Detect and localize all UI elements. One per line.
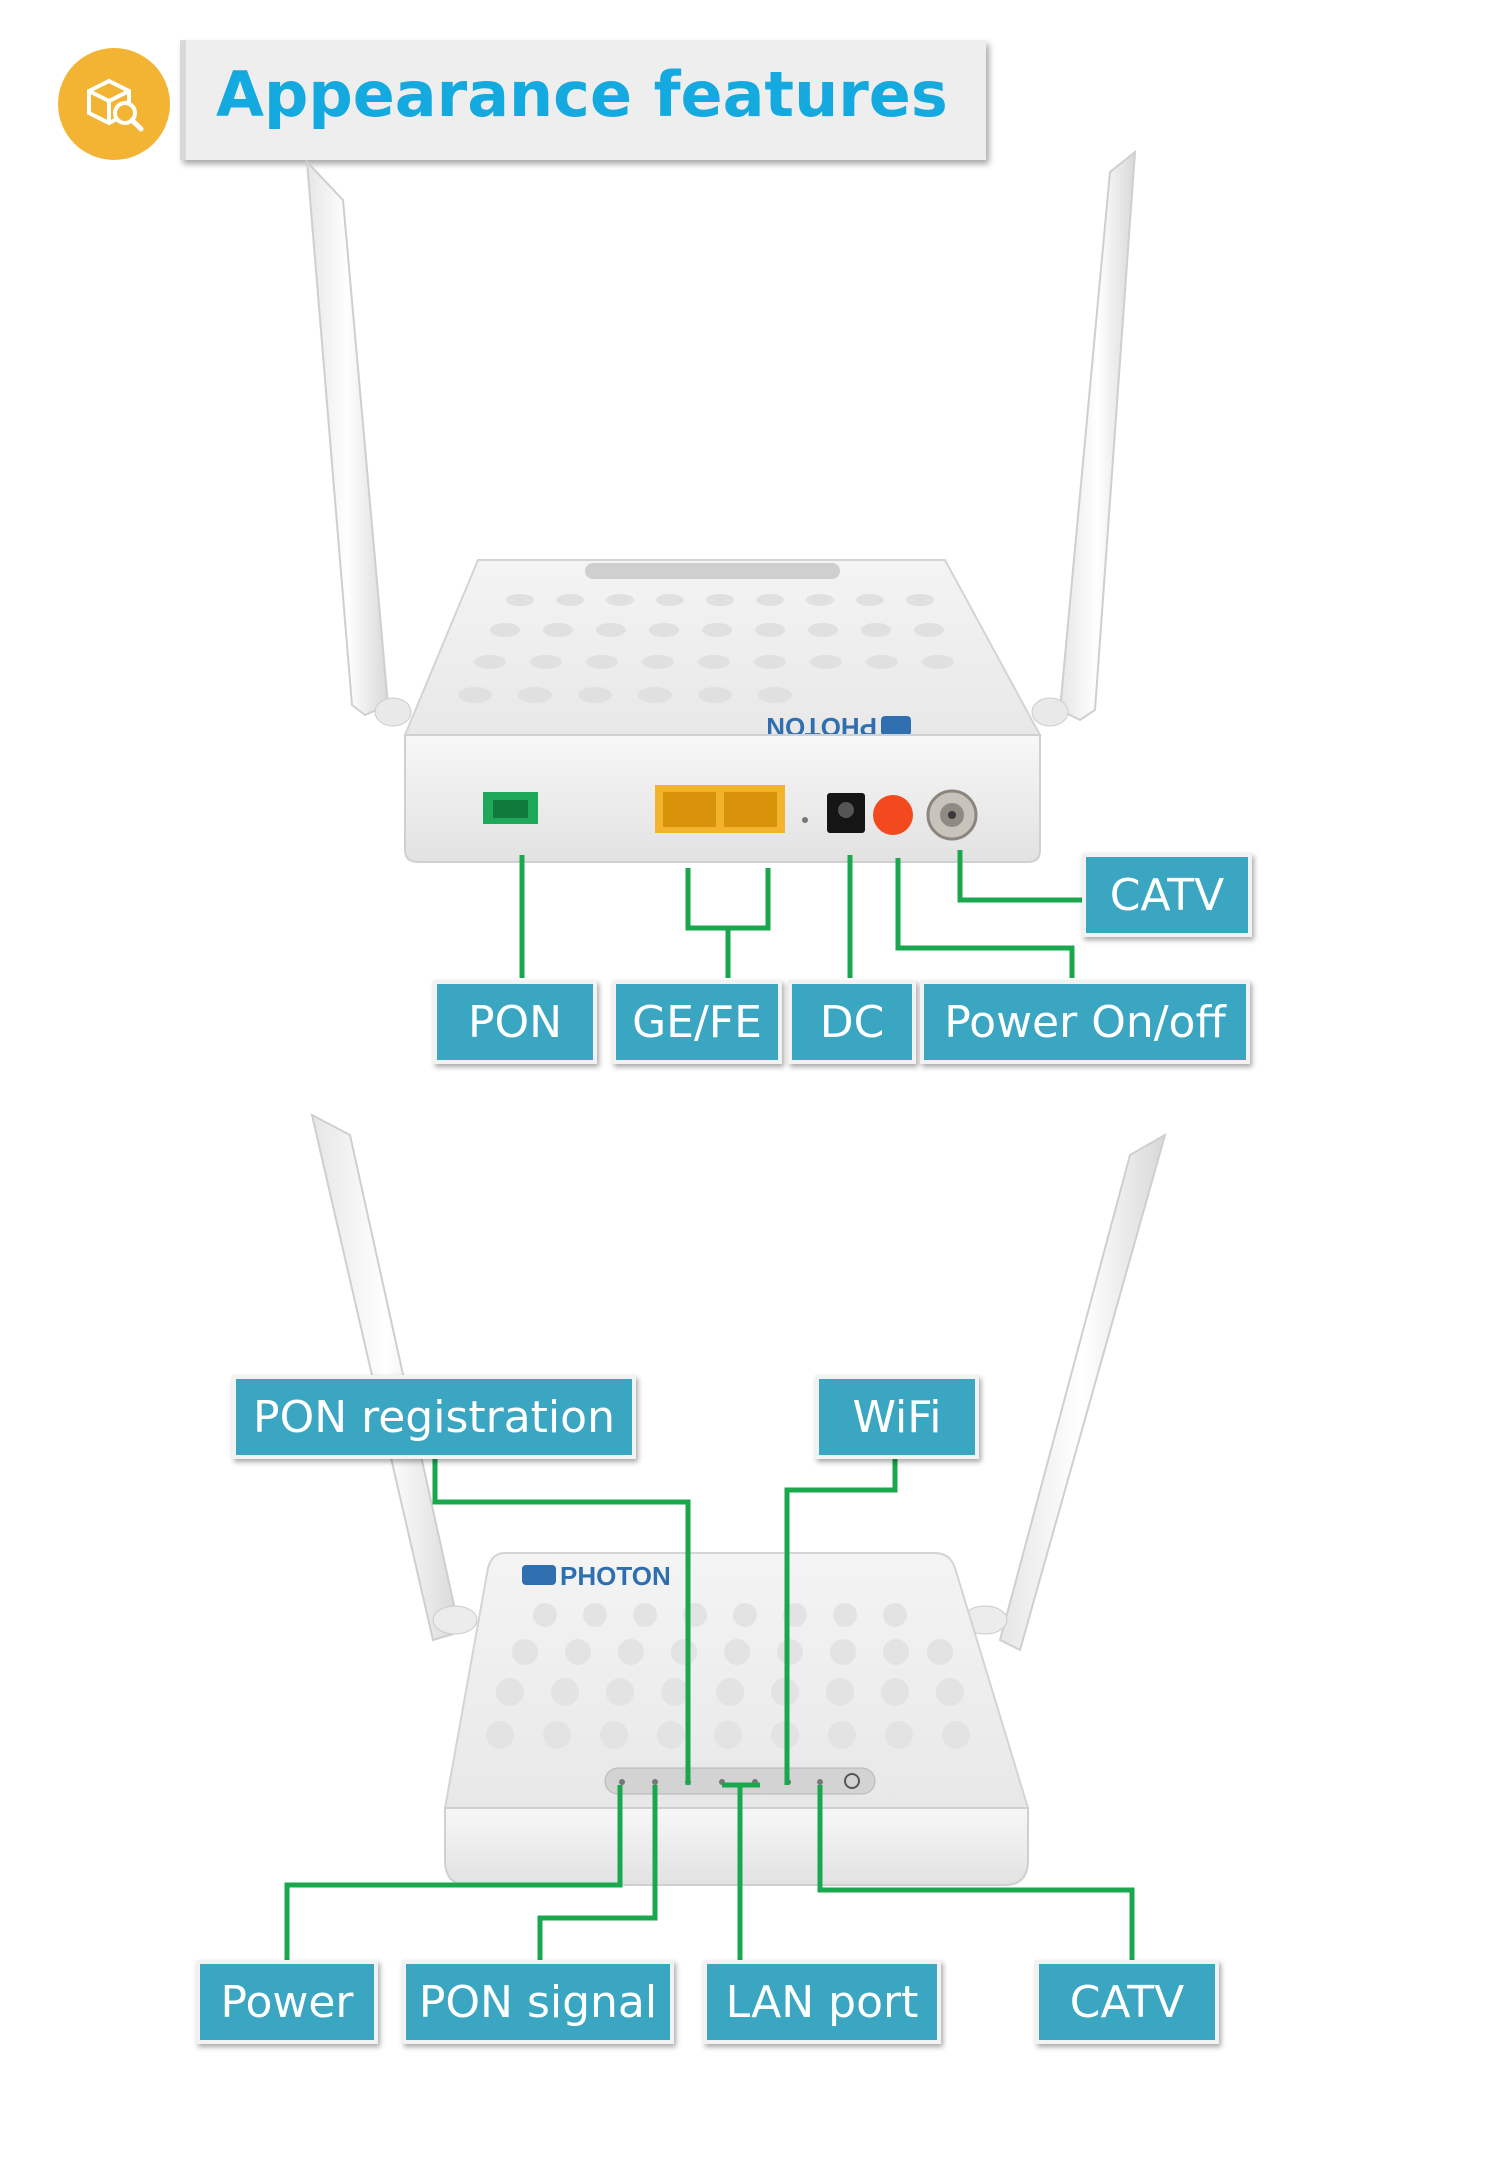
callout-power-onoff: Power On/off xyxy=(920,980,1250,1064)
callout-lan-port: LAN port xyxy=(703,1960,941,2044)
callout-power: Power xyxy=(196,1960,378,2044)
ge-fe-ports xyxy=(655,785,785,833)
rear-router: PHOTON xyxy=(307,152,1135,862)
callout-catv-front: CATV xyxy=(1035,1960,1219,2044)
callout-catv-rear: CATV xyxy=(1082,853,1252,937)
callout-pon-signal: PON signal xyxy=(402,1960,674,2044)
callout-pon-registration: PON registration xyxy=(232,1375,636,1459)
catv-connector xyxy=(928,791,976,839)
antenna-right-rear xyxy=(1032,152,1135,726)
rear-leader-lines xyxy=(522,850,1083,978)
antenna-left-rear xyxy=(307,162,411,726)
pon-port xyxy=(483,792,538,824)
callout-ge-fe: GE/FE xyxy=(612,980,782,1064)
svg-text:PHOTON: PHOTON xyxy=(560,1561,671,1591)
callout-wifi: WiFi xyxy=(815,1375,979,1459)
callout-pon: PON xyxy=(433,980,597,1064)
antenna-right-front xyxy=(963,1135,1165,1650)
callout-dc: DC xyxy=(788,980,916,1064)
power-button xyxy=(873,795,913,835)
dc-jack xyxy=(827,793,865,833)
